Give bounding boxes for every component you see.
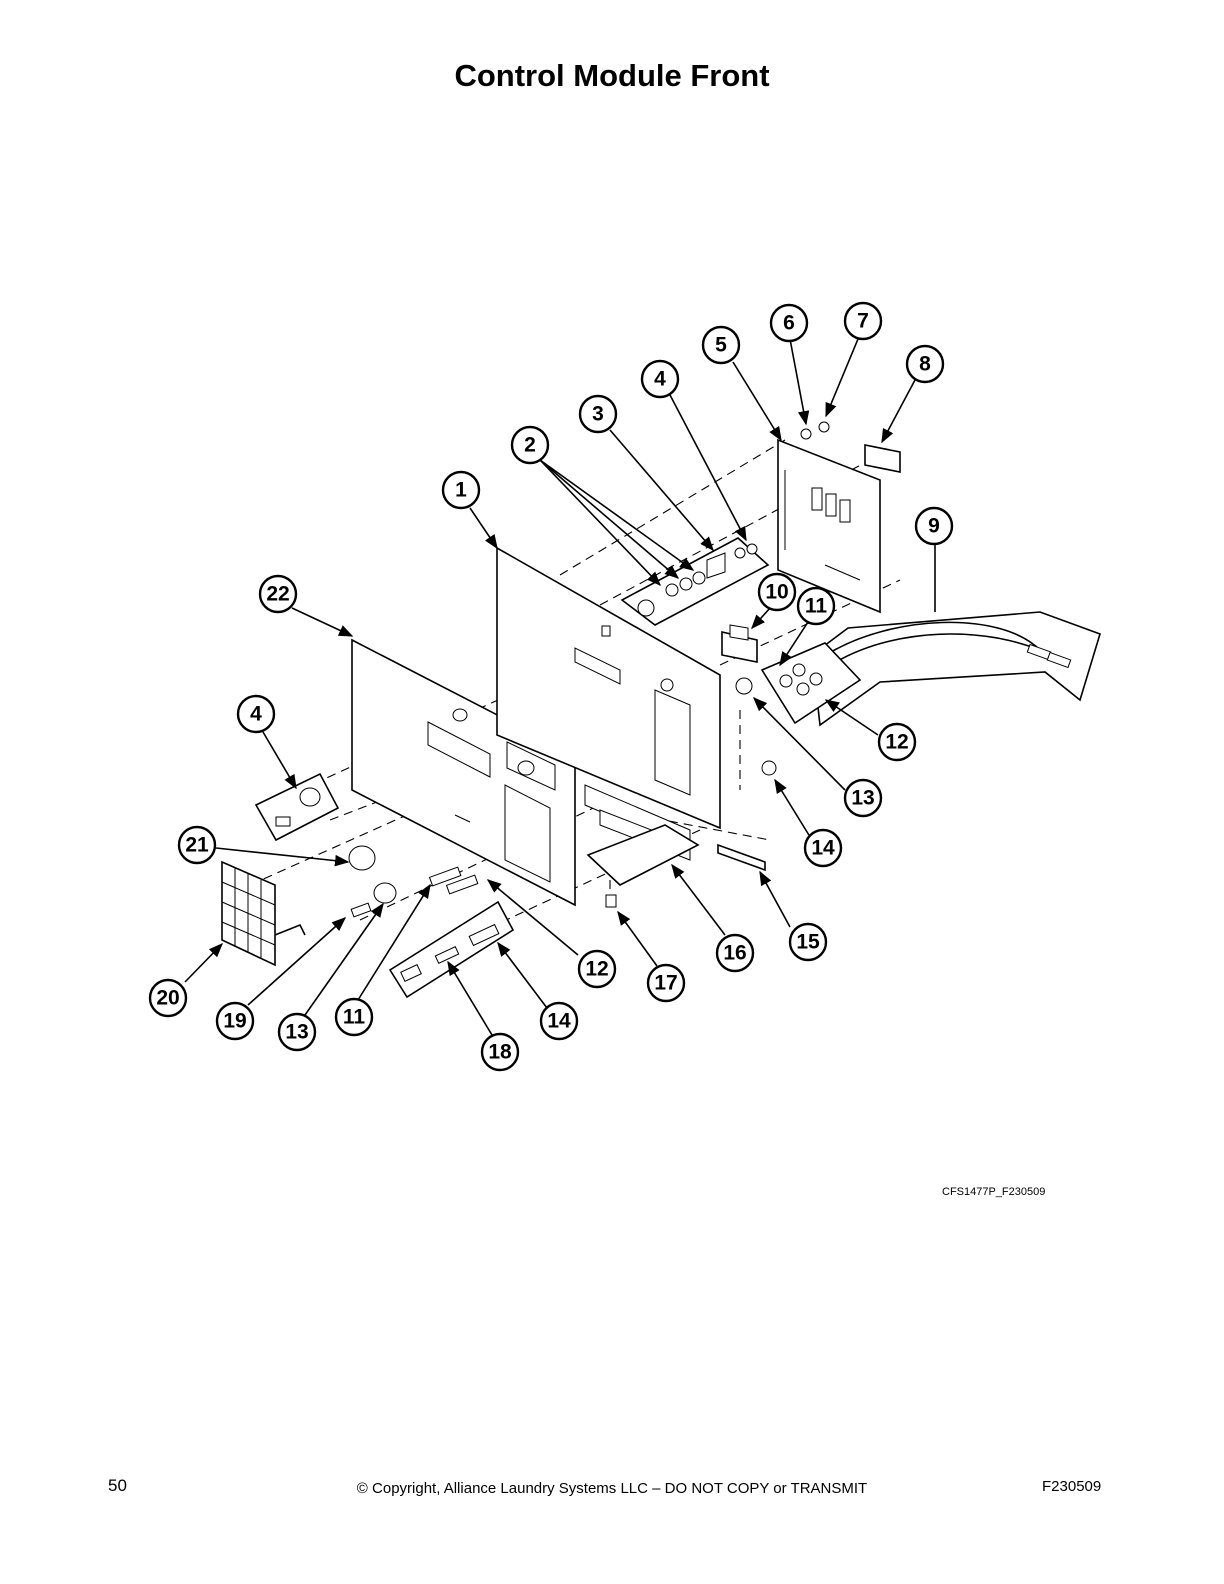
callout-20: 20 xyxy=(148,978,188,1018)
svg-text:1: 1 xyxy=(455,479,467,502)
fuse-box-14-18 xyxy=(388,900,515,999)
svg-text:14: 14 xyxy=(547,1010,571,1033)
svg-text:4: 4 xyxy=(250,703,262,726)
svg-text:2: 2 xyxy=(524,434,536,457)
svg-text:13: 13 xyxy=(851,787,874,810)
svg-text:3: 3 xyxy=(592,403,604,426)
callout-13-lower: 13 xyxy=(277,1012,317,1052)
document-number: F230509 xyxy=(1042,1478,1102,1495)
svg-text:20: 20 xyxy=(156,987,179,1010)
callout-11-lower: 11 xyxy=(334,997,374,1037)
callout-22: 22 xyxy=(258,574,298,614)
relay-part-8 xyxy=(864,444,901,473)
svg-text:16: 16 xyxy=(723,942,746,965)
hardware-box-2-3-4 xyxy=(620,537,770,626)
svg-text:4: 4 xyxy=(654,368,666,391)
page-number: 50 xyxy=(108,1476,127,1495)
svg-text:18: 18 xyxy=(488,1041,512,1064)
svg-text:13: 13 xyxy=(285,1021,308,1044)
bushing-13 xyxy=(735,677,753,695)
button-21 xyxy=(348,845,376,871)
svg-text:11: 11 xyxy=(343,1006,366,1029)
svg-text:11: 11 xyxy=(805,595,828,618)
callout-8: 8 xyxy=(905,344,945,384)
svg-text:8: 8 xyxy=(919,353,931,376)
callout-13-right: 13 xyxy=(843,778,883,818)
svg-text:14: 14 xyxy=(811,837,835,860)
callout-4-left: 4 xyxy=(236,694,276,734)
svg-text:19: 19 xyxy=(223,1010,246,1033)
plate-16 xyxy=(586,824,700,886)
callout-4-upper: 4 xyxy=(640,359,680,399)
callout-3: 3 xyxy=(578,394,618,434)
callout-11-upper: 11 xyxy=(796,586,836,626)
figure-id: CFS1477P_F230509 xyxy=(942,1186,1046,1198)
svg-text:10: 10 xyxy=(765,581,788,604)
hardware-box-4-left xyxy=(254,772,340,842)
callout-16: 16 xyxy=(715,933,755,973)
strip-15 xyxy=(717,843,766,872)
lock-13 xyxy=(373,882,397,904)
control-board xyxy=(777,438,881,614)
callout-10: 10 xyxy=(757,572,797,612)
svg-text:22: 22 xyxy=(266,583,289,606)
switch-10 xyxy=(721,624,758,663)
svg-text:6: 6 xyxy=(783,312,795,335)
svg-text:12: 12 xyxy=(885,731,908,754)
svg-text:5: 5 xyxy=(715,334,727,357)
callout-2: 2 xyxy=(510,425,550,465)
callout-15: 15 xyxy=(788,922,828,962)
callout-14-lower: 14 xyxy=(539,1001,579,1041)
svg-text:9: 9 xyxy=(928,515,940,538)
keypad-20 xyxy=(221,860,306,967)
svg-text:7: 7 xyxy=(857,310,869,333)
callout-5: 5 xyxy=(701,325,741,365)
nut-7 xyxy=(818,421,830,433)
copyright-notice: © Copyright, Alliance Laundry Systems LL… xyxy=(356,1480,868,1497)
callout-17: 17 xyxy=(646,963,686,1003)
led-12 xyxy=(445,874,479,895)
callout-18: 18 xyxy=(480,1032,520,1072)
wire-harness-9 xyxy=(811,611,1101,727)
leader-lines xyxy=(184,338,936,1036)
svg-text:15: 15 xyxy=(796,931,820,954)
callout-12-lower: 12 xyxy=(577,949,617,989)
page-title: Control Module Front xyxy=(454,58,770,93)
washer-6 xyxy=(800,428,812,440)
callout-9: 9 xyxy=(914,506,954,546)
callout-21: 21 xyxy=(177,825,217,865)
led-11 xyxy=(428,866,462,887)
svg-text:12: 12 xyxy=(585,958,608,981)
callout-12-right: 12 xyxy=(877,722,917,762)
callout-14-right: 14 xyxy=(803,828,843,868)
key-19 xyxy=(350,902,372,918)
standoff-17 xyxy=(605,894,617,908)
nut-14 xyxy=(761,760,777,776)
callout-19: 19 xyxy=(215,1001,255,1041)
callout-1: 1 xyxy=(441,470,481,510)
callout-7: 7 xyxy=(843,301,883,341)
callout-6: 6 xyxy=(769,303,809,343)
svg-text:21: 21 xyxy=(185,834,209,857)
svg-text:17: 17 xyxy=(654,972,677,995)
